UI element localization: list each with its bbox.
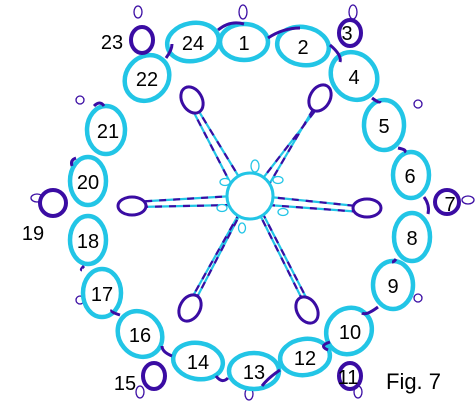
chain-arc (391, 258, 398, 264)
inner-ring (307, 83, 333, 113)
ring-5 (361, 97, 407, 153)
ring-18 (67, 213, 109, 267)
ring-17 (80, 266, 124, 320)
ring-6 (390, 149, 432, 201)
ring-14 (170, 340, 226, 382)
chain-arc (260, 368, 281, 387)
ring-label-15: 15 (114, 373, 136, 395)
chain-arc (267, 26, 301, 40)
inner-ring (351, 197, 383, 219)
ring-label-20: 20 (77, 172, 99, 194)
ring-label-17: 17 (91, 284, 113, 306)
inner-ring (294, 295, 320, 325)
chain-arc (70, 156, 77, 167)
center-ring (216, 159, 289, 234)
ring-label-11: 11 (338, 367, 359, 389)
ring-label-4: 4 (348, 67, 359, 89)
ring-label-23: 23 (101, 32, 123, 54)
ring-16 (115, 308, 165, 360)
chain-arc (329, 43, 342, 63)
ring-label-13: 13 (243, 362, 265, 384)
ring-3 (337, 18, 363, 48)
ring-label-14: 14 (187, 352, 209, 374)
chain-arc (164, 43, 174, 59)
chain-arc (110, 308, 121, 317)
ring-label-22: 22 (136, 69, 158, 91)
ring-label-5: 5 (378, 116, 389, 138)
inner-ring (179, 85, 205, 115)
ring-label-6: 6 (404, 166, 415, 188)
ring-24 (164, 20, 222, 64)
chain-arc (422, 196, 430, 215)
ring-19 (38, 188, 68, 218)
ring-22 (122, 52, 172, 104)
ring-label-24: 24 (182, 33, 204, 55)
ring-4 (328, 49, 380, 103)
ring-label-16: 16 (129, 325, 151, 347)
ring-label-8: 8 (406, 228, 417, 250)
chain-arc (79, 264, 86, 272)
ring-label-1: 1 (238, 33, 249, 55)
ring-label-19: 19 (22, 223, 44, 245)
chain-arc (397, 146, 407, 154)
ring-11 (337, 361, 363, 391)
chain-arc (160, 345, 173, 358)
ring-2 (274, 24, 332, 68)
ring-12 (277, 336, 333, 378)
ring-8 (391, 210, 433, 264)
ring-label-7: 7 (444, 194, 455, 216)
ring-label-18: 18 (77, 231, 99, 253)
inner-rings (116, 83, 383, 325)
ring-23 (129, 25, 155, 55)
inner-ring (116, 195, 148, 217)
chain-arc (361, 305, 379, 316)
ring-15 (141, 361, 167, 391)
chain-arc (217, 21, 245, 32)
chain-arc (214, 375, 230, 383)
ring-21 (84, 103, 128, 157)
chain-arc (92, 101, 106, 108)
ring-label-2: 2 (297, 37, 308, 59)
figure-caption: Fig. 7 (386, 369, 441, 394)
ring-label-3: 3 (341, 23, 352, 45)
chain-arc (322, 340, 331, 352)
chain-arc (371, 96, 382, 104)
ring-label-10: 10 (339, 322, 361, 344)
ring-label-12: 12 (294, 348, 316, 370)
inner-ring (177, 293, 203, 323)
ring-label-21: 21 (97, 121, 119, 143)
ring-7 (433, 188, 461, 216)
ring-label-9: 9 (387, 276, 398, 298)
ring-20 (67, 154, 109, 208)
